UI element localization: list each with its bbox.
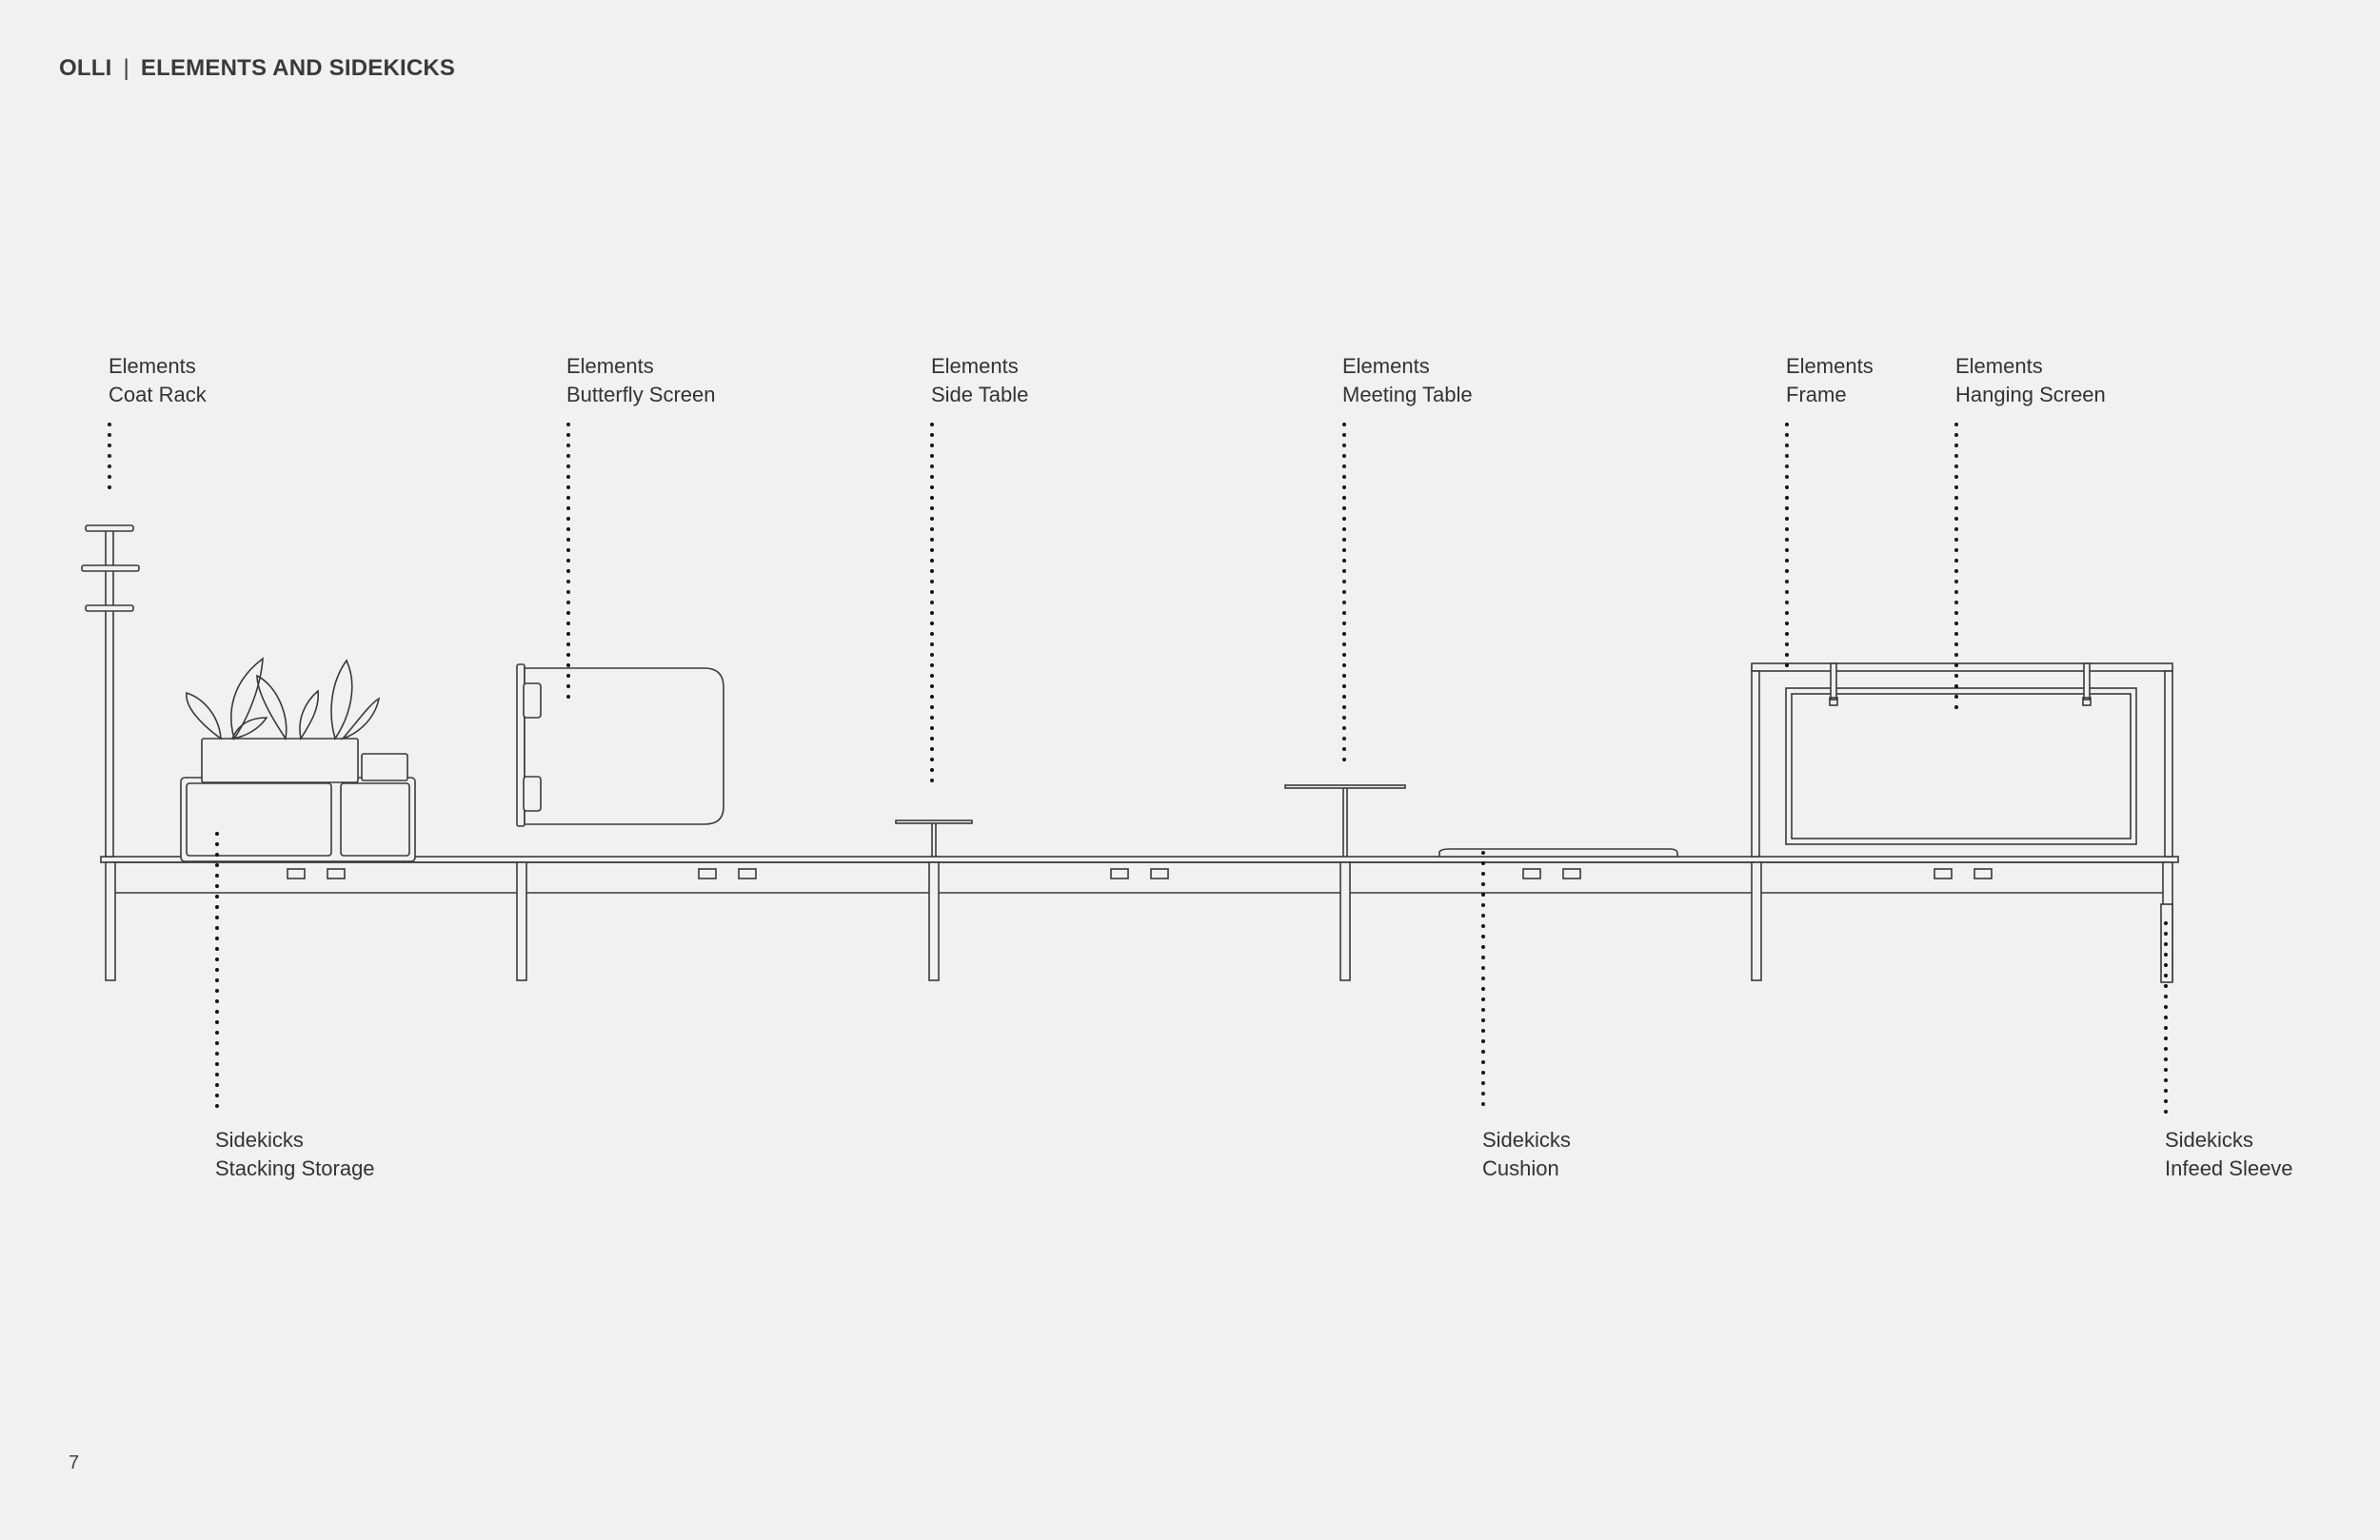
callout-category: Elements <box>1786 354 1874 378</box>
callout-name: Side Table <box>931 383 1029 406</box>
bench-leg <box>1751 861 1762 981</box>
plant-leaves <box>186 657 381 741</box>
page-number: 7 <box>69 1452 80 1473</box>
callout-infeed-sleeve: Sidekicks Infeed Sleeve <box>2165 1126 2293 1183</box>
callout-name: Stacking Storage <box>215 1156 375 1180</box>
callout-name: Meeting Table <box>1342 383 1473 406</box>
butterfly-screen <box>516 663 724 827</box>
callout-name: Hanging Screen <box>1955 383 2106 406</box>
page-title: ELEMENTS AND SIDEKICKS <box>140 55 456 81</box>
bench-leg <box>105 861 116 981</box>
callout-category: Elements <box>1955 354 2043 378</box>
bench-legs <box>105 861 2173 981</box>
callout-coat-rack: Elements Coat Rack <box>109 352 207 409</box>
callout-category: Sidekicks <box>2165 1128 2253 1152</box>
power-outlets <box>287 868 1993 879</box>
callout-category: Elements <box>1342 354 1430 378</box>
bench-system <box>100 856 2179 981</box>
callout-name: Cushion <box>1482 1156 1559 1180</box>
hanging-screen <box>1785 662 2137 845</box>
bench-leg <box>1339 861 1351 981</box>
callout-category: Elements <box>931 354 1019 378</box>
callout-category: Elements <box>566 354 654 378</box>
callout-side-table: Elements Side Table <box>931 352 1028 409</box>
brand-name: OLLI <box>59 55 112 81</box>
callout-hanging-screen: Elements Hanging Screen <box>1955 352 2106 409</box>
bench-leg <box>928 861 940 981</box>
callout-meeting-table: Elements Meeting Table <box>1342 352 1473 409</box>
callout-name: Infeed Sleeve <box>2165 1156 2293 1180</box>
callout-category: Sidekicks <box>1482 1128 1571 1152</box>
callout-category: Sidekicks <box>215 1128 304 1152</box>
callout-name: Frame <box>1786 383 1847 406</box>
side-table <box>895 819 973 857</box>
header-separator: | <box>123 55 129 81</box>
meeting-table <box>1284 784 1406 857</box>
callout-stacking-storage: Sidekicks Stacking Storage <box>215 1126 375 1183</box>
stacking-storage <box>180 657 416 862</box>
frame <box>1751 662 2173 858</box>
leader-lines <box>108 423 2168 1116</box>
coat-rack <box>81 524 140 858</box>
callout-cushion: Sidekicks Cushion <box>1482 1126 1571 1183</box>
cushion <box>1438 848 1678 858</box>
planter-box <box>201 738 359 783</box>
callout-name: Coat Rack <box>109 383 207 406</box>
page-header: OLLI | ELEMENTS AND SIDEKICKS <box>59 55 455 82</box>
bench-leg <box>516 861 527 981</box>
callout-butterfly-screen: Elements Butterfly Screen <box>566 352 716 409</box>
callout-name: Butterfly Screen <box>566 383 716 406</box>
callout-frame: Elements Frame <box>1786 352 1874 409</box>
callout-category: Elements <box>109 354 196 378</box>
